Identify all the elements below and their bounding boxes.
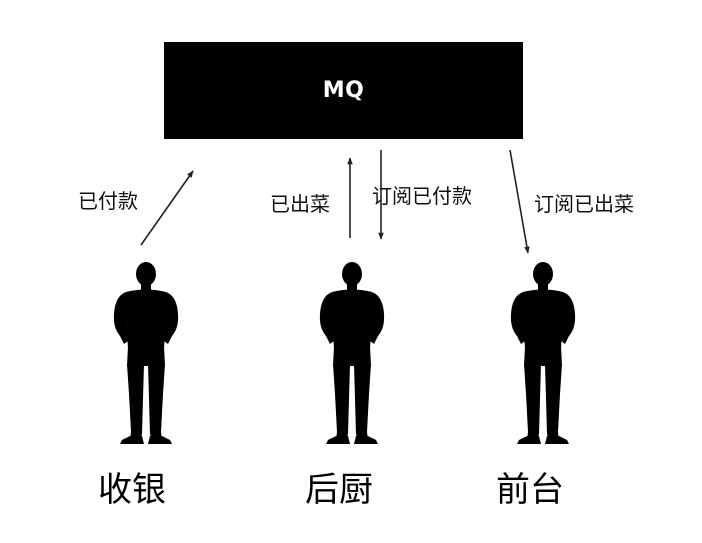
- person-cashier-icon: [113, 262, 179, 444]
- flow-label-subscribe-served: 订阅已出菜: [534, 192, 634, 216]
- role-label-kitchen: 后厨: [305, 470, 373, 510]
- person-kitchen-icon: [319, 262, 385, 444]
- flow-label-subscribe-paid: 订阅已付款: [372, 184, 472, 208]
- role-label-front-desk: 前台: [496, 470, 564, 510]
- arrow-paid: [140, 170, 194, 246]
- flow-label-served: 已出菜: [270, 192, 330, 216]
- mq-label: MQ: [322, 78, 365, 103]
- role-label-cashier: 收银: [98, 470, 166, 510]
- arrow-subscribe-served: [509, 149, 530, 254]
- mq-box: MQ: [164, 42, 523, 139]
- flow-label-paid: 已付款: [78, 189, 138, 213]
- person-front-desk-icon: [510, 262, 576, 444]
